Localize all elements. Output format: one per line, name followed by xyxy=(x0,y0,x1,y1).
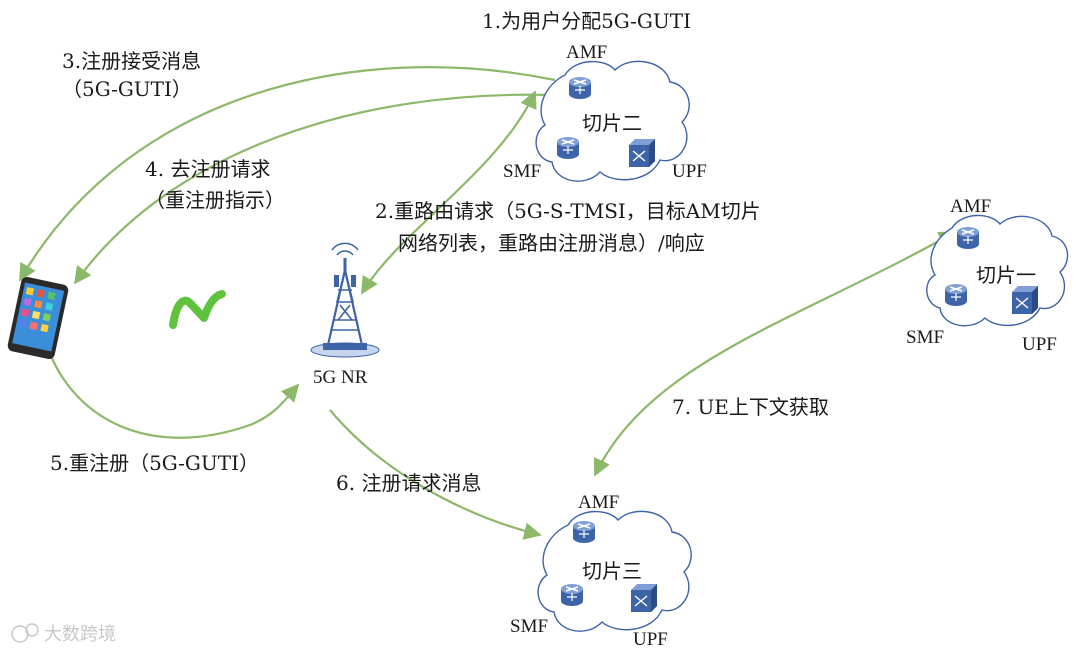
arrow-step-2 xyxy=(361,90,537,295)
slice-2-amf-label: AMF xyxy=(566,42,607,63)
smf-router-icon xyxy=(944,283,968,307)
step-1-label: 1.为用户分配5G-GUTI xyxy=(482,9,691,33)
amf-router-icon xyxy=(572,520,596,544)
upf-switch-icon xyxy=(628,138,656,168)
step-2-label-line-2: 网络列表，重路由注册消息）/响应 xyxy=(398,231,705,255)
step-6-label: 6. 注册请求消息 xyxy=(336,471,481,495)
amf-router-icon xyxy=(956,226,980,250)
step-labels: 1.为用户分配5G-GUTI 3.注册接受消息 （5G-GUTI） 4. 去注册… xyxy=(50,9,829,495)
cell-tower-icon xyxy=(310,242,380,358)
step-4-label-line-2: （重注册指示） xyxy=(145,188,285,212)
watermark: 大数跨境 xyxy=(11,623,116,645)
slice-2-cloud: AMF 切片二 SMF UPF xyxy=(503,42,707,182)
arrow-step-5 xyxy=(43,339,300,439)
smf-router-icon xyxy=(560,583,584,607)
upf-switch-icon xyxy=(630,583,658,613)
slice-1-amf-label: AMF xyxy=(950,196,991,217)
slice-1-upf-label: UPF xyxy=(1022,334,1057,355)
slice-3-amf-label: AMF xyxy=(578,492,619,513)
smartphone-icon xyxy=(7,276,69,360)
step-3-label-line-1: 3.注册接受消息 xyxy=(62,49,201,73)
step-2-label-line-1: 2.重路由请求（5G-S-TMSI，目标AM切片 xyxy=(375,199,761,223)
gnb-label: 5G NR xyxy=(313,367,368,388)
step-3-label-line-2: （5G-GUTI） xyxy=(62,77,192,101)
step-5-label: 5.重注册（5G-GUTI） xyxy=(50,451,259,475)
step-7-label: 7. UE上下文获取 xyxy=(672,395,829,419)
upf-switch-icon xyxy=(1011,285,1039,315)
slice-1-cloud: AMF 切片一 SMF UPF xyxy=(906,196,1069,355)
slice-2-name: 切片二 xyxy=(582,111,642,135)
flow-arrows xyxy=(19,66,957,540)
amf-router-icon xyxy=(568,76,592,100)
app-logo-icon xyxy=(169,290,226,329)
arrow-step-7 xyxy=(593,231,957,477)
slice-1-smf-label: SMF xyxy=(906,327,944,348)
slice-3-name: 切片三 xyxy=(582,559,642,583)
slice-2-upf-label: UPF xyxy=(672,161,707,182)
step-4-label-line-1: 4. 去注册请求 xyxy=(145,157,270,181)
smf-router-icon xyxy=(556,136,580,160)
arrow-step-6 xyxy=(329,409,542,540)
watermark-text: 大数跨境 xyxy=(44,624,116,645)
arrow-step-3 xyxy=(19,66,556,282)
slice-3-smf-label: SMF xyxy=(510,616,548,637)
slice-3-upf-label: UPF xyxy=(633,629,668,650)
slice-2-smf-label: SMF xyxy=(503,161,541,182)
slice-3-cloud: AMF 切片三 SMF UPF xyxy=(510,492,692,650)
slice-1-name: 切片一 xyxy=(976,263,1036,287)
